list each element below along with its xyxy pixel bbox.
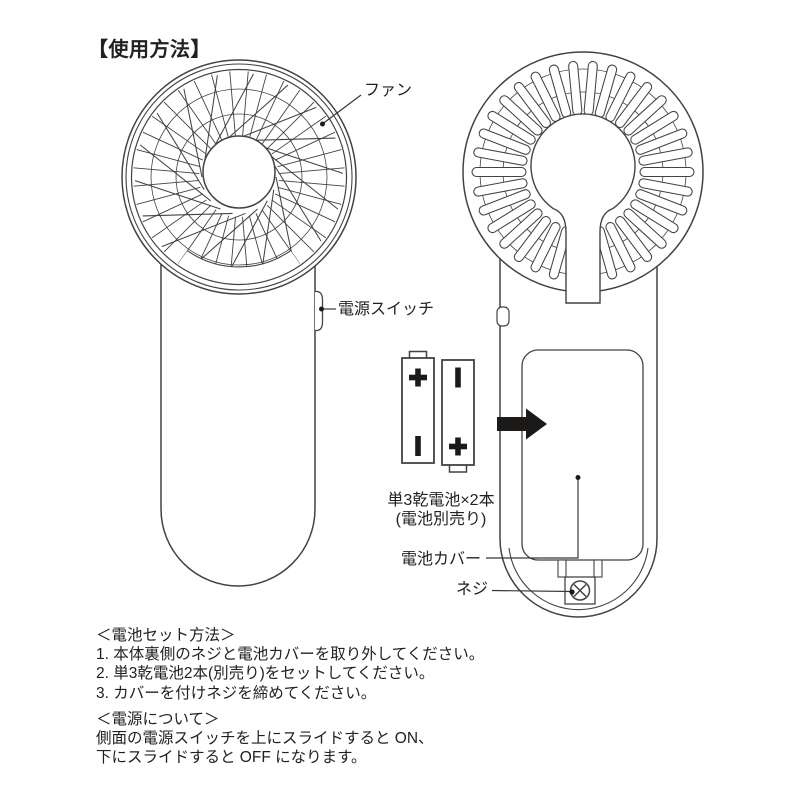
power-instructions: ＜電源について＞ 側面の電源スイッチを上にスライドすると ON、 下にスライドす…	[96, 710, 434, 768]
leader-lines	[319, 94, 581, 595]
screw-label: ネジ	[456, 581, 489, 598]
fan-label: ファン	[364, 82, 413, 99]
battery-set-step-1: 1. 本体裏側のネジと電池カバーを取り外してください。	[96, 646, 485, 664]
battery-cover-label: 電池カバー	[401, 551, 482, 568]
fan-back-view-illustration	[462, 51, 704, 618]
battery-quantity-label: 単3乾電池×2本 (電池別売り)	[360, 491, 522, 529]
screw-leader	[491, 589, 575, 595]
power-switch-label: 電源スイッチ	[338, 301, 435, 318]
battery-cover-leader	[486, 475, 581, 559]
battery-2	[441, 359, 475, 473]
power-line-1: 側面の電源スイッチを上にスライドすると ON、	[96, 730, 434, 748]
back-opening	[530, 113, 636, 304]
battery-set-step-3: 3. カバーを付けネジを締めてください。	[96, 684, 377, 702]
battery-cover	[521, 349, 644, 561]
fan-label-leader	[320, 94, 362, 127]
power-switch-leader	[319, 306, 336, 312]
battery-set-instructions: ＜電池セット方法＞ 1. 本体裏側のネジと電池カバーを取り外してください。 2.…	[96, 626, 484, 703]
power-switch-bump-back	[496, 306, 510, 327]
minus-terminal-icon	[415, 436, 421, 456]
fan-back-head	[462, 51, 704, 304]
minus-terminal-icon	[455, 367, 461, 388]
plus-terminal-icon	[409, 368, 427, 387]
battery-set-step-2: 2. 単3乾電池2本(別売り)をセットしてください。	[96, 665, 435, 683]
page-title: 【使用方法】	[88, 39, 211, 61]
screw-icon	[569, 580, 591, 601]
power-heading: ＜電源について＞	[96, 711, 220, 728]
fan-front-handle	[160, 262, 316, 587]
battery-quantity-line2: (電池別売り)	[395, 511, 487, 528]
power-line-2: 下にスライドすると OFF になります。	[96, 749, 367, 767]
battery-quantity-line1: 単3乾電池×2本	[387, 492, 495, 509]
plus-terminal-icon	[449, 437, 467, 456]
battery-set-heading: ＜電池セット方法＞	[96, 627, 236, 644]
battery-1	[401, 350, 435, 464]
fan-front-view-illustration	[121, 59, 357, 587]
fan-front-head	[121, 59, 357, 295]
fan-hub	[202, 135, 276, 209]
insert-direction-arrow-icon	[497, 408, 547, 440]
batteries-illustration	[401, 350, 547, 473]
